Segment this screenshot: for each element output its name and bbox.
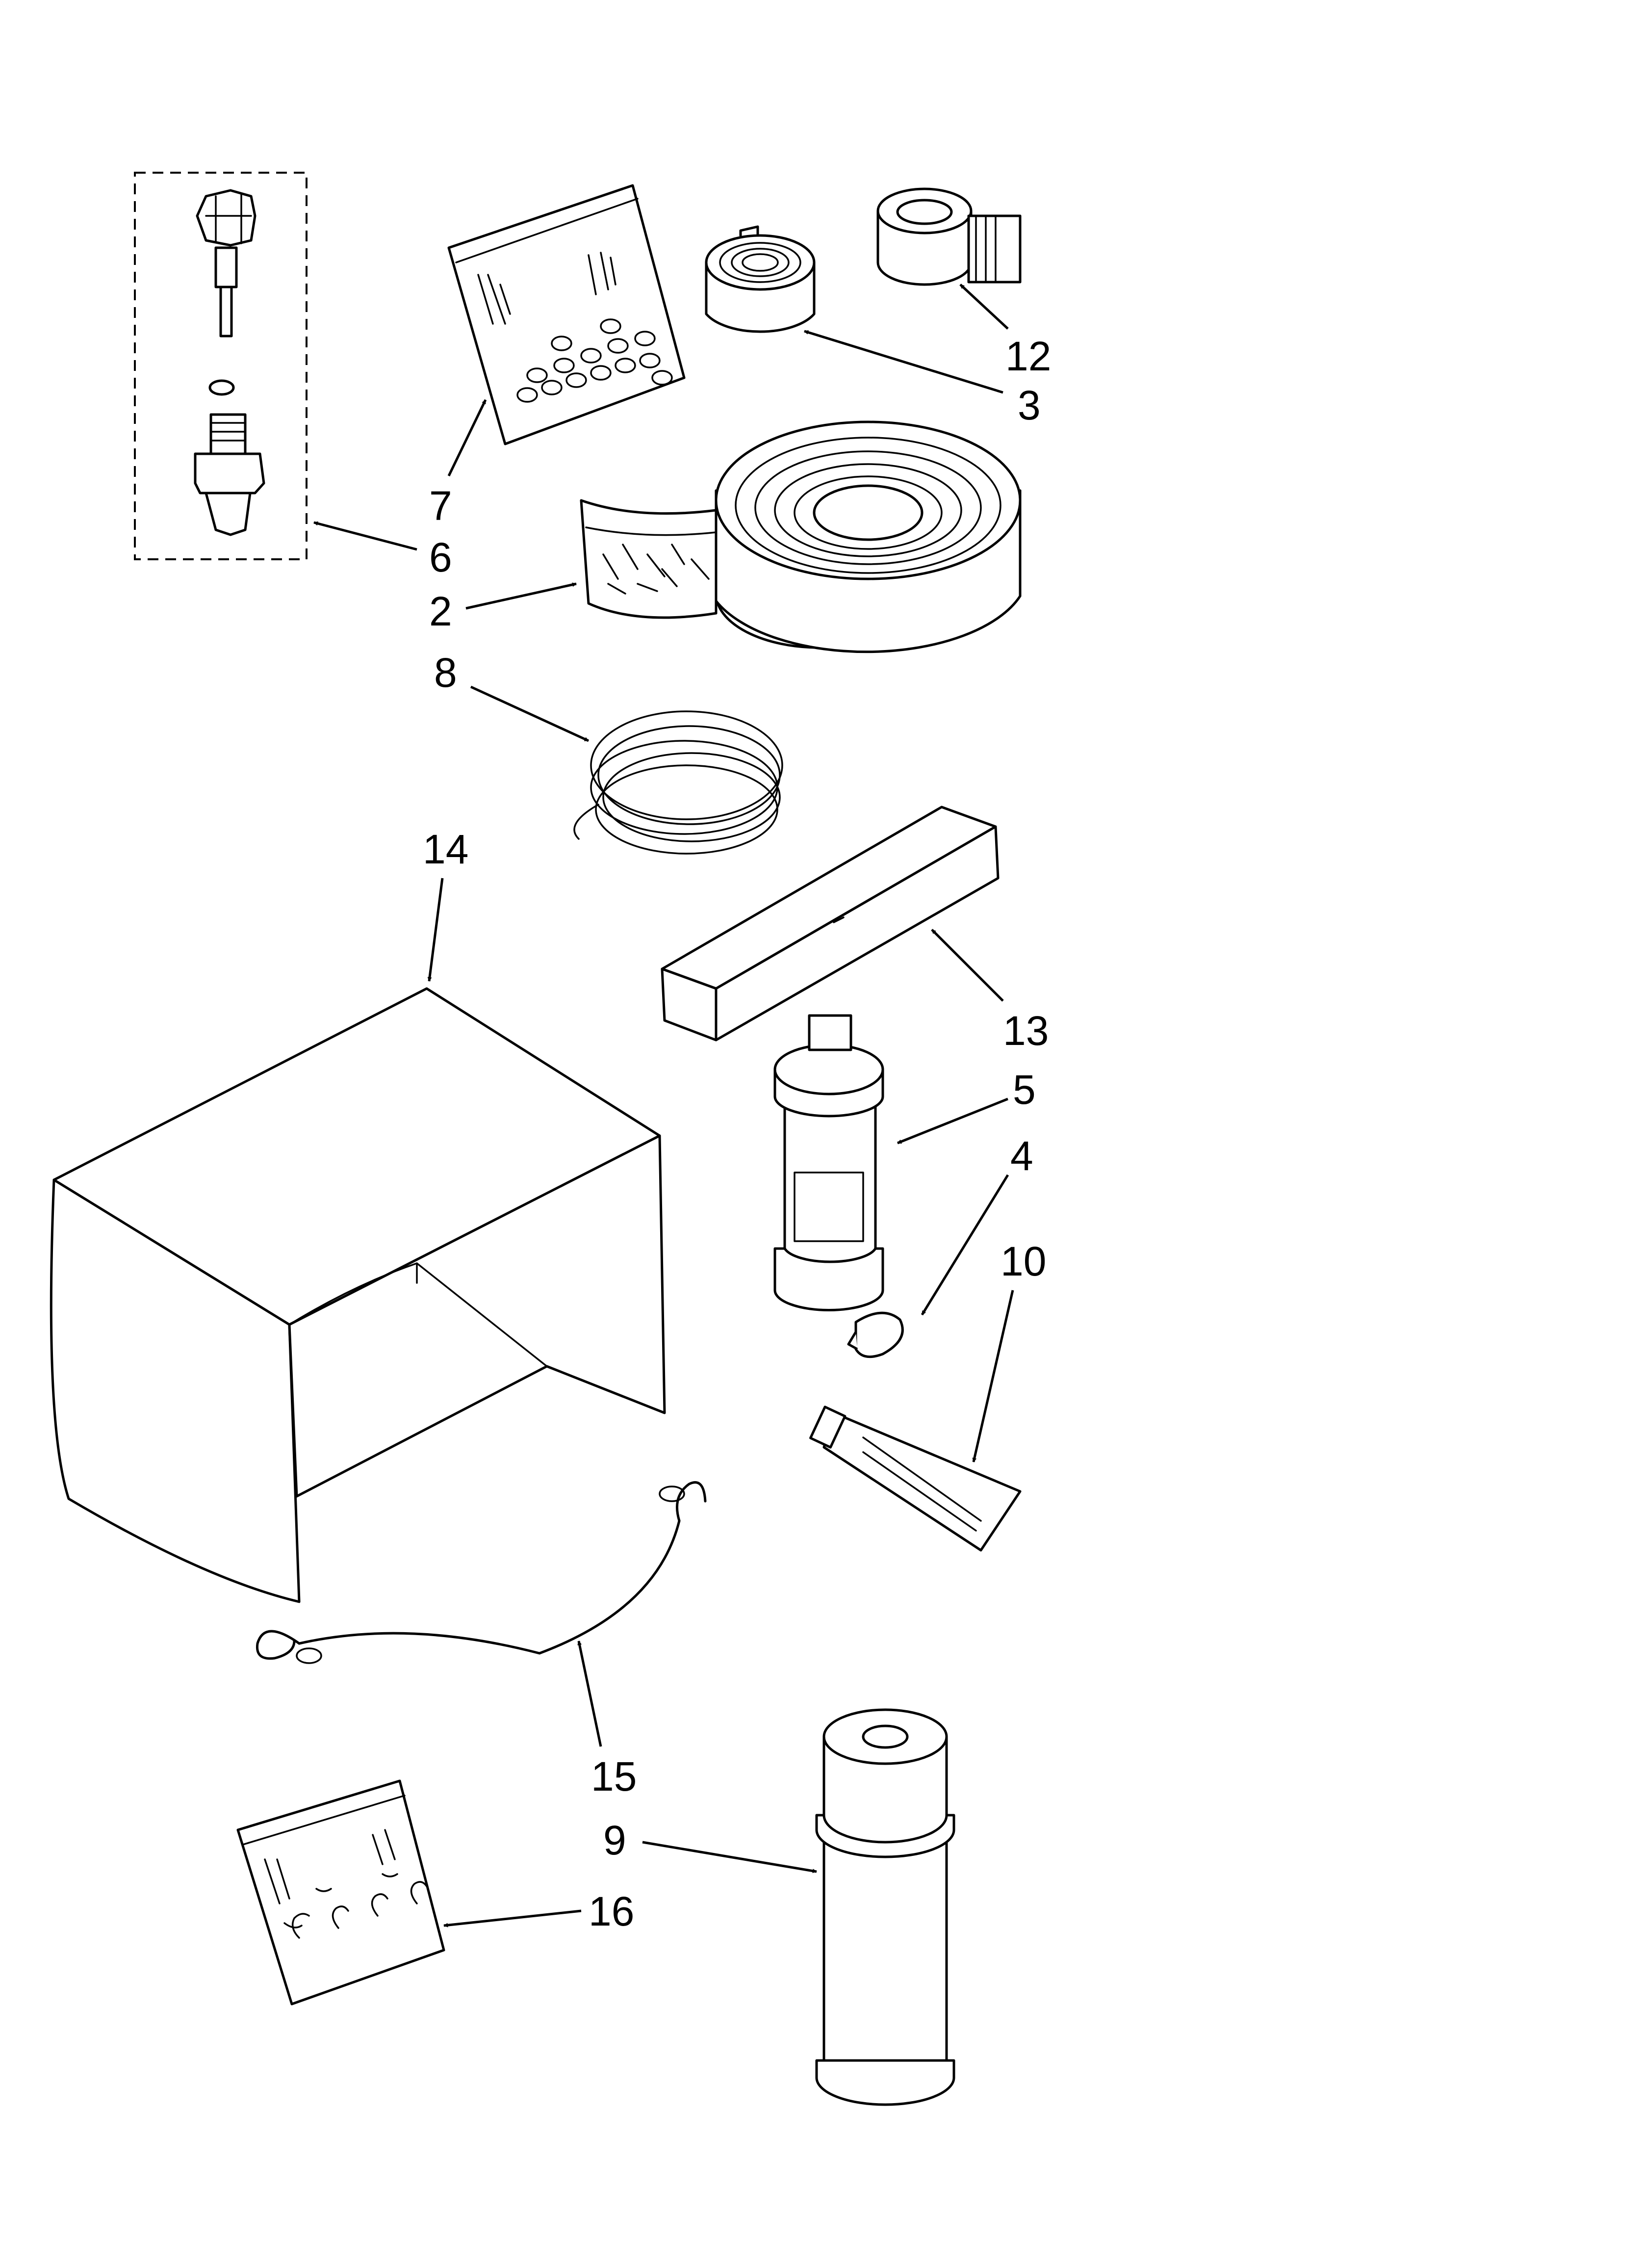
leader-12 [959,284,1009,330]
part-2-insulation-tape [580,420,1022,653]
callout-5: 5 [1013,1067,1036,1113]
callout-15: 15 [591,1753,637,1799]
leader-10 [972,1290,1014,1462]
callout-2: 2 [429,588,452,634]
callout-3: 3 [1018,382,1041,428]
leader-7 [447,399,487,477]
part-13-foam-block [661,806,1000,1042]
part-10-tube [809,1406,1022,1552]
part-14-cover [50,987,666,1603]
callout-12: 12 [1005,333,1051,379]
callout-9: 9 [603,1817,626,1863]
callout-4: 4 [1010,1133,1033,1179]
leader-8 [470,685,590,742]
leader-5 [897,1097,1008,1145]
callout-6: 6 [429,534,452,580]
part-5-bottle [773,1014,884,1312]
callout-14: 14 [423,826,468,872]
leader-16 [443,1909,582,1928]
leader-14 [427,878,444,982]
callout-13: 13 [1003,1008,1049,1054]
leader-2 [465,582,577,610]
part-15-hook-cord [256,1481,707,1664]
leader-4 [921,1174,1009,1316]
callout-10: 10 [1001,1238,1046,1284]
part-9-spray-can [815,1708,955,2106]
leader-9 [642,1841,817,1874]
part-3-tape-roll [705,225,816,333]
part-7-clamp-bag [447,184,686,445]
leader-6 [313,521,417,551]
callout-labels: 12 3 7 6 2 8 14 13 5 4 10 15 9 16 [423,333,1051,1934]
part-4-nozzle [847,1311,904,1358]
callout-8: 8 [434,650,457,696]
part-6-valve-assembly [134,172,308,560]
part-16-clip-bag [236,1779,445,2006]
leader-3 [804,330,1003,394]
leader-15 [577,1641,602,1747]
callout-7: 7 [429,483,452,529]
callout-16: 16 [589,1888,634,1934]
leader-lines [313,284,1014,1928]
part-8-wire-coil [573,710,783,855]
part-12-tape-roll [876,187,1022,286]
leader-13 [931,929,1004,1002]
